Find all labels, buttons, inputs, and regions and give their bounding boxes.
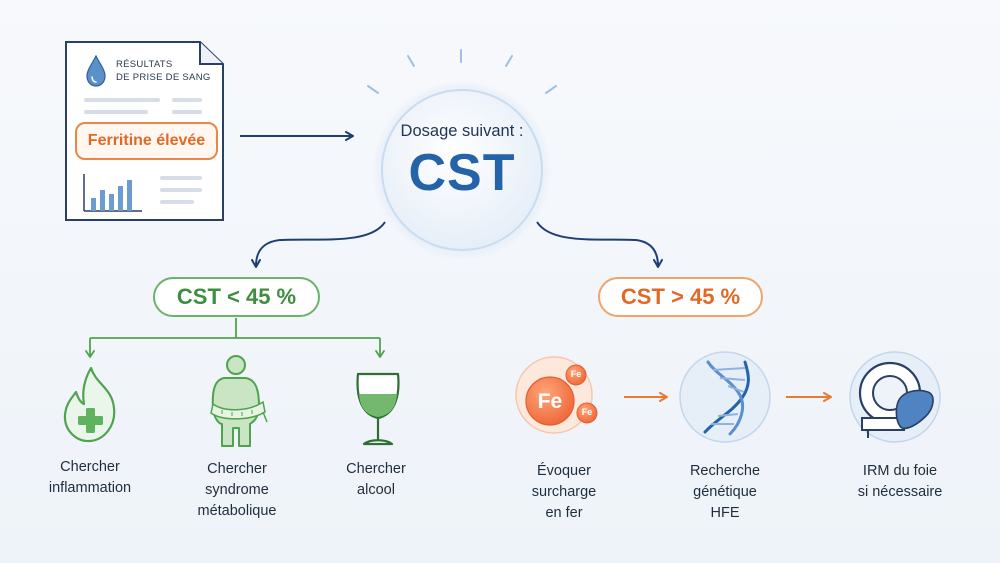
iron-label-small-bottom: Fe (581, 407, 593, 417)
document-title-line1: Résultats (116, 59, 173, 70)
iron-overload-icon (515, 356, 598, 434)
arrow-to-right-branch (536, 221, 663, 268)
label-iron-overload: Évoquer surcharge en fer (531, 463, 597, 521)
metabolic-syndrome-icon (210, 355, 268, 447)
right-condition-pill: CST > 45 % (598, 277, 763, 317)
document-title-line2: de prise de sang (116, 72, 211, 83)
highlight-rays (367, 49, 557, 94)
dna-icon (679, 351, 771, 443)
center-subtitle: Dosage suivant : (400, 122, 524, 140)
bar-chart-icon (83, 174, 142, 212)
iron-label-small-top: Fe (570, 369, 582, 379)
label-inflammation: Chercher inflammation (48, 459, 132, 496)
iron-label-big: Fe (537, 390, 563, 413)
label-alcohol: Chercher alcool (346, 461, 406, 498)
document-title: Résultats de prise de sang (116, 58, 226, 84)
label-mri-liver: IRM du foie si nécessaire (857, 463, 943, 500)
mri-liver-icon (849, 351, 941, 443)
ferritine-badge: Ferritine élevée (75, 122, 218, 160)
center-title: CST (408, 144, 516, 202)
cst-circle (367, 49, 557, 260)
left-branch-connectors (85, 318, 385, 358)
left-condition-pill: CST < 45 % (153, 277, 320, 317)
label-genetic-hfe: Recherche génétique HFE (689, 463, 761, 521)
label-metabolic-syndrome: Chercher syndrome métabolique (197, 461, 277, 519)
arrow-to-left-branch (251, 221, 386, 268)
inflammation-flame-icon (63, 366, 116, 443)
wine-glass-icon (356, 372, 400, 446)
